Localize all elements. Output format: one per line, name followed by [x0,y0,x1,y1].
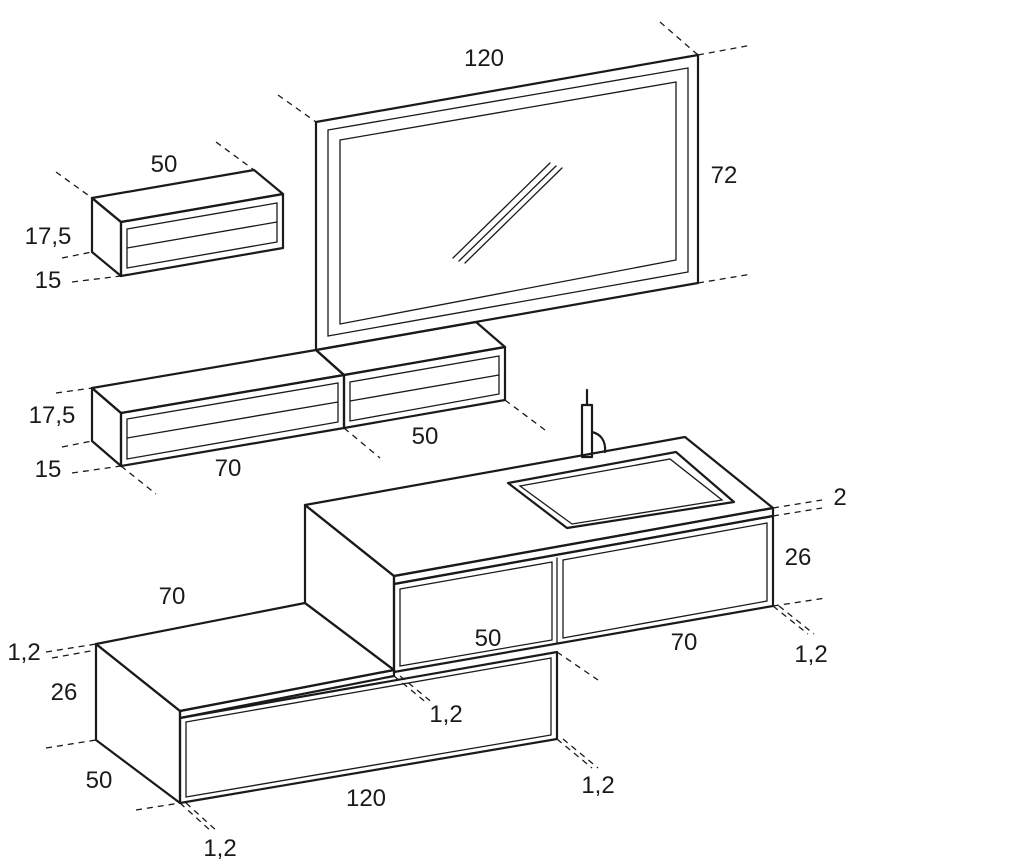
long-shelf-height-label: 17,5 [29,402,76,429]
top-thickness-label: 2 [833,484,846,511]
lower-top-width-label: 70 [159,583,186,610]
lower-drawer-height-label: 26 [51,679,78,706]
lower-cabinet [45,601,599,833]
small-shelf-height-label: 17,5 [25,223,72,250]
mirror [277,21,753,352]
sink-basin [506,450,736,530]
upper-drawer-height-label: 26 [785,544,812,571]
right-wall-shelf [314,320,546,431]
lower-bottom-gap-label: 1,2 [203,835,236,862]
lower-width-label: 120 [346,785,386,812]
mirror-height-label: 72 [711,162,738,189]
mirror-reflection-icon [452,162,563,264]
long-shelf-width-label: 70 [215,455,242,482]
small-shelf-width-label: 50 [151,151,178,178]
upper-right-gap-label: 1,2 [794,641,827,668]
mirror-width-label: 120 [464,45,504,72]
upper-right-drawer-width-label: 70 [671,629,698,656]
lower-top-thickness-label: 1,2 [7,639,40,666]
long-shelf-depth-label: 15 [35,456,62,483]
right-shelf-width-label: 50 [412,423,439,450]
upper-vanity [303,388,827,674]
small-shelf-depth-label: 15 [35,267,62,294]
lower-right-gap-label: 1,2 [581,772,614,799]
faucet-icon [580,388,607,459]
lower-mid-gap-label: 1,2 [429,701,462,728]
upper-left-drawer-width-label: 50 [475,625,502,652]
small-wall-shelf [55,141,285,283]
lower-depth-label: 50 [86,767,113,794]
